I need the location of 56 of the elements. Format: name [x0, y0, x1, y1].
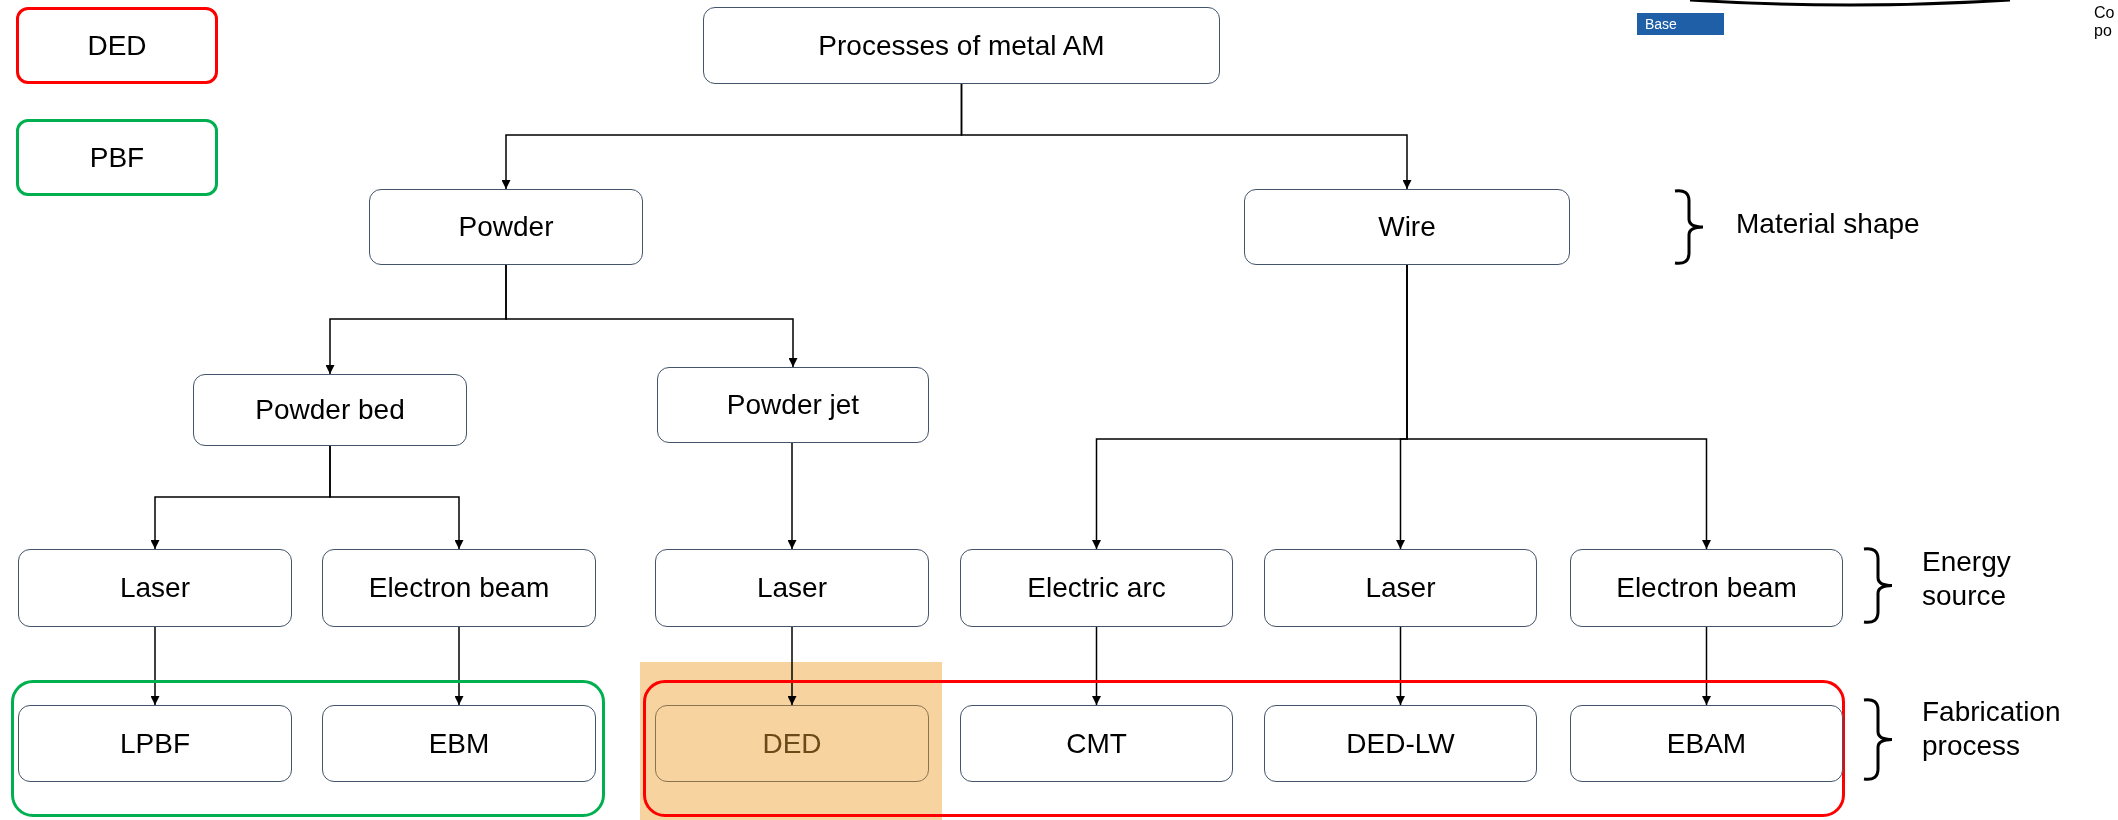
group-outline [643, 680, 1845, 817]
arrow [960, 83, 1412, 190]
process-box [369, 189, 643, 265]
node-label: EBAM [1666, 727, 1747, 760]
node-label: Powder jet [726, 389, 860, 421]
process-box [703, 7, 1220, 84]
node-label: Laser [1365, 572, 1436, 604]
arrow [1702, 626, 1711, 706]
arrow [329, 445, 464, 550]
node-label: DED [762, 727, 822, 760]
arrow [787, 626, 797, 706]
process-box [655, 549, 929, 627]
node-label: CMT [1066, 727, 1127, 760]
annotation-text: Co [2094, 3, 2116, 23]
process-box [18, 705, 292, 782]
node-label: Electron beam [1616, 572, 1797, 604]
legend-label: DED [87, 29, 147, 62]
arrow [1396, 626, 1405, 706]
arrow [787, 442, 797, 550]
node-label: Laser [756, 572, 827, 604]
annotation-text: Material shape [1736, 207, 1921, 241]
node-label: Laser [119, 572, 190, 604]
node-label: EBM [428, 727, 490, 760]
group-outline [11, 680, 605, 817]
process-box [1244, 189, 1570, 265]
process-box [18, 549, 292, 627]
process-box [960, 705, 1233, 782]
arrow [454, 626, 464, 706]
node-label: Powder bed [255, 394, 405, 426]
process-box [193, 374, 467, 446]
arrow [1406, 264, 1711, 550]
process-box [657, 367, 929, 443]
annotation-text: Fabrication process [1922, 695, 2062, 763]
node-label: Wire [1378, 211, 1436, 243]
node-label: Electric arc [1027, 572, 1166, 604]
node-label: Electron beam [368, 572, 550, 604]
arrow [1092, 626, 1101, 706]
annotation-text: Energy source [1922, 545, 2012, 613]
annotation-text: po [2094, 21, 2113, 41]
node-label: Processes of metal AM [818, 29, 1105, 62]
process-box [1570, 549, 1843, 627]
node-label: LPBF [120, 727, 190, 760]
node-label: Powder [458, 211, 554, 243]
process-box [655, 705, 929, 782]
node-label: DED-LW [1346, 727, 1455, 760]
arrow [505, 264, 798, 368]
tab-label: Base [1645, 16, 1677, 32]
arrow [150, 626, 160, 706]
process-box [960, 549, 1233, 627]
process-box [1264, 549, 1537, 627]
process-box [1264, 705, 1537, 782]
legend-label: PBF [89, 141, 145, 174]
tag [1637, 13, 1724, 35]
process-box [1570, 705, 1843, 782]
process-box [322, 705, 596, 782]
process-box [322, 549, 596, 627]
